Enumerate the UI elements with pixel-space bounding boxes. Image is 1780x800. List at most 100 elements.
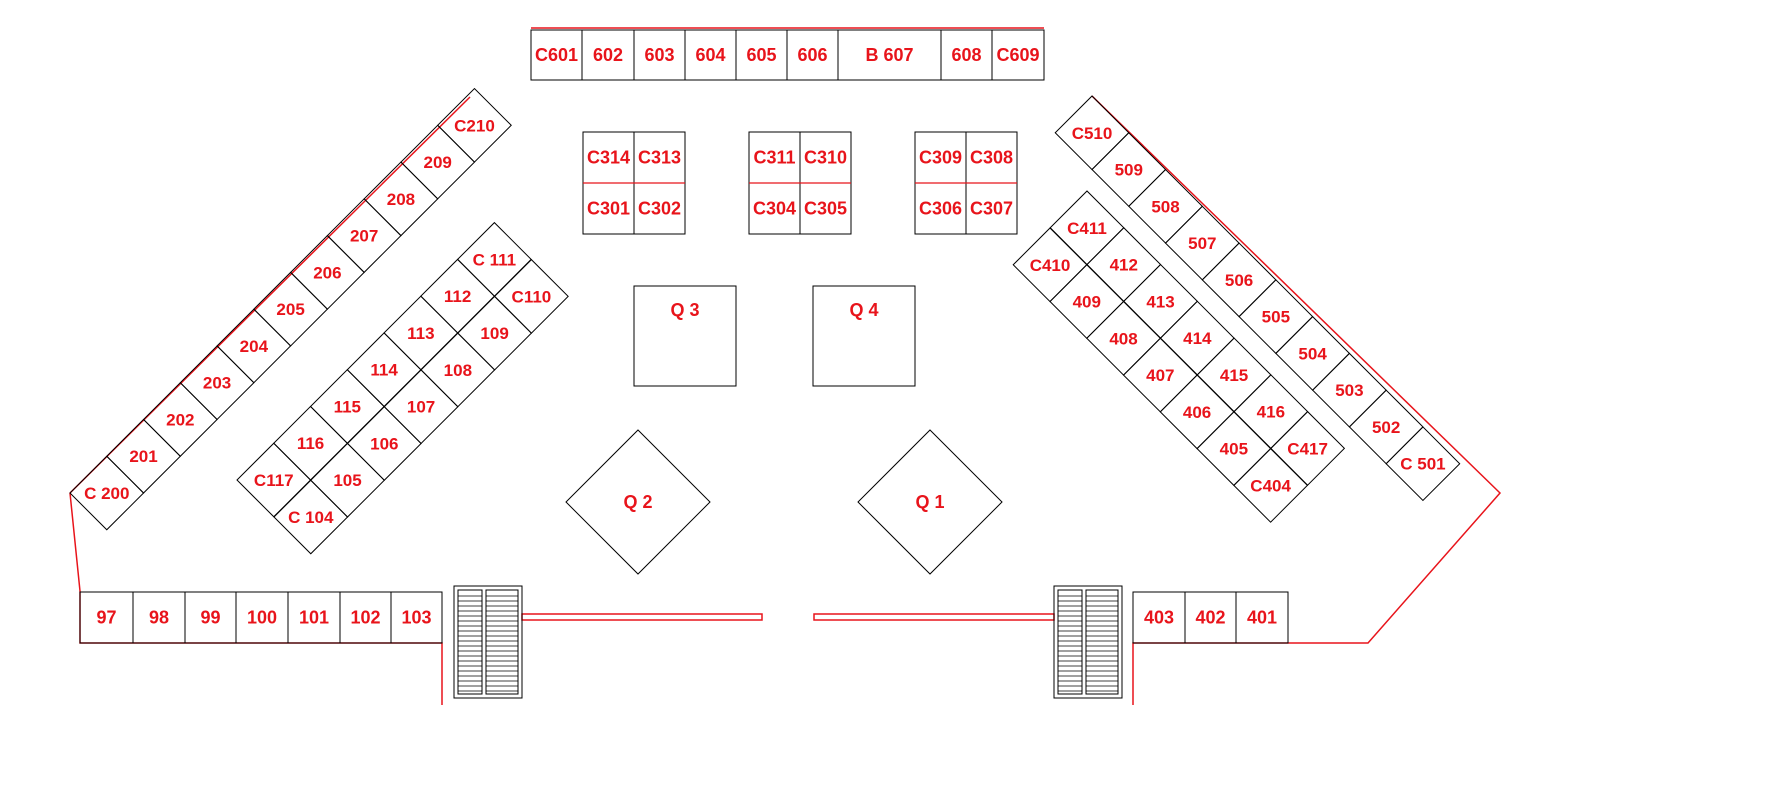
booth-label: 603 xyxy=(644,45,674,65)
booth-209[interactable]: 209 xyxy=(400,124,476,200)
booth-label: C309 xyxy=(919,148,962,168)
booth-label: 505 xyxy=(1262,308,1290,327)
booth-label: 209 xyxy=(424,153,452,172)
booth-202[interactable]: 202 xyxy=(142,381,218,457)
booth-413[interactable]: 413 xyxy=(1123,263,1199,339)
booth-412[interactable]: 412 xyxy=(1086,227,1162,303)
rail-left xyxy=(521,613,763,621)
booth-label: 402 xyxy=(1195,608,1225,628)
booth-401[interactable] xyxy=(1235,591,1289,644)
booth-509[interactable]: 509 xyxy=(1091,132,1167,208)
booth-502[interactable]: 502 xyxy=(1348,389,1424,465)
booth-label: 413 xyxy=(1146,292,1174,311)
rail-right xyxy=(813,613,1055,621)
area-q3[interactable] xyxy=(633,285,737,387)
booth-label: 409 xyxy=(1073,293,1101,312)
booth-label: C310 xyxy=(804,148,847,168)
booth-label: 401 xyxy=(1247,608,1277,628)
area-q4[interactable] xyxy=(812,285,916,387)
booth-label: C304 xyxy=(753,199,796,219)
booth-405[interactable]: 405 xyxy=(1196,411,1272,487)
booth-label: 504 xyxy=(1298,344,1327,363)
booth-label: 202 xyxy=(166,410,194,429)
booth-106[interactable]: 106 xyxy=(346,405,422,481)
booth-415[interactable]: 415 xyxy=(1196,337,1272,413)
booth-406[interactable]: 406 xyxy=(1159,374,1235,450)
booth-407[interactable]: 407 xyxy=(1122,337,1198,413)
booth-503[interactable]: 503 xyxy=(1311,352,1387,428)
booth-103[interactable] xyxy=(390,591,443,644)
booth-505[interactable]: 505 xyxy=(1238,279,1314,355)
booth-504[interactable]: 504 xyxy=(1275,315,1351,391)
booth-507[interactable]: 507 xyxy=(1164,205,1240,281)
booth-201[interactable]: 201 xyxy=(106,418,182,494)
booth-112[interactable]: 112 xyxy=(420,258,496,334)
booth-203[interactable]: 203 xyxy=(179,345,255,421)
booth-label: C 501 xyxy=(1400,455,1445,474)
booth-c501[interactable]: C 501 xyxy=(1385,426,1461,502)
booth-206[interactable]: 206 xyxy=(289,234,365,310)
booth-208[interactable]: 208 xyxy=(363,161,439,237)
booth-label: 508 xyxy=(1151,197,1179,216)
booth-414[interactable]: 414 xyxy=(1159,300,1235,376)
booth-c510[interactable]: C510 xyxy=(1054,95,1130,171)
booth-508[interactable]: 508 xyxy=(1128,168,1204,244)
booth-107[interactable]: 107 xyxy=(383,369,459,445)
booth-c110[interactable]: C110 xyxy=(493,258,569,334)
booth-204[interactable]: 204 xyxy=(216,308,292,384)
booth-label: 606 xyxy=(797,45,827,65)
booth-label: 205 xyxy=(276,300,304,319)
booth-label: 114 xyxy=(370,361,398,380)
booth-label: 502 xyxy=(1372,418,1400,437)
booth-207[interactable]: 207 xyxy=(326,198,402,274)
booth-c417[interactable]: C417 xyxy=(1270,410,1346,486)
booth-label: 106 xyxy=(370,434,398,453)
booth-506[interactable]: 506 xyxy=(1201,242,1277,318)
area-label: Q 3 xyxy=(670,300,699,320)
booth-416[interactable]: 416 xyxy=(1233,374,1309,450)
booth-label: C311 xyxy=(753,148,795,168)
booth-205[interactable]: 205 xyxy=(253,271,329,347)
booth-c210[interactable]: C210 xyxy=(436,87,512,163)
booth-label: 602 xyxy=(593,45,623,65)
booth-113[interactable]: 113 xyxy=(383,295,459,371)
booth-c411[interactable]: C411 xyxy=(1049,190,1125,266)
booth-label: 115 xyxy=(334,397,361,416)
booth-label: C110 xyxy=(512,287,552,306)
booth-c111[interactable]: C 111 xyxy=(456,221,532,297)
booth-105[interactable]: 105 xyxy=(310,442,386,518)
booth-label: 507 xyxy=(1188,234,1216,253)
booth-label: 206 xyxy=(313,263,341,282)
booth-label: 412 xyxy=(1110,256,1138,275)
booth-c404[interactable]: C404 xyxy=(1233,447,1309,523)
booth-c200[interactable]: C 200 xyxy=(69,455,145,531)
booth-c410[interactable]: C410 xyxy=(1012,227,1088,303)
floor-outline xyxy=(69,27,1502,705)
booth-label: C301 xyxy=(587,199,630,219)
booth-c117[interactable]: C117 xyxy=(236,442,312,518)
booth-115[interactable]: 115 xyxy=(309,368,385,444)
booth-408[interactable]: 408 xyxy=(1086,300,1162,376)
area-q1[interactable] xyxy=(857,429,1003,575)
booth-label: 414 xyxy=(1183,329,1212,348)
booth-label: 503 xyxy=(1335,381,1363,400)
booth-label: C417 xyxy=(1287,439,1328,458)
booth-116[interactable]: 116 xyxy=(273,405,349,481)
booth-109[interactable]: 109 xyxy=(457,295,533,371)
booth-409[interactable]: 409 xyxy=(1049,264,1125,340)
booth-label: 403 xyxy=(1144,608,1174,628)
booth-108[interactable]: 108 xyxy=(420,332,496,408)
booth-label: C308 xyxy=(970,148,1013,168)
area-q2[interactable] xyxy=(565,429,711,575)
booth-label: 406 xyxy=(1183,403,1211,422)
booth-c104[interactable]: C 104 xyxy=(273,479,349,555)
booth-label: 113 xyxy=(407,324,434,343)
booth-114[interactable]: 114 xyxy=(346,332,422,408)
booth-c609[interactable] xyxy=(991,29,1045,81)
